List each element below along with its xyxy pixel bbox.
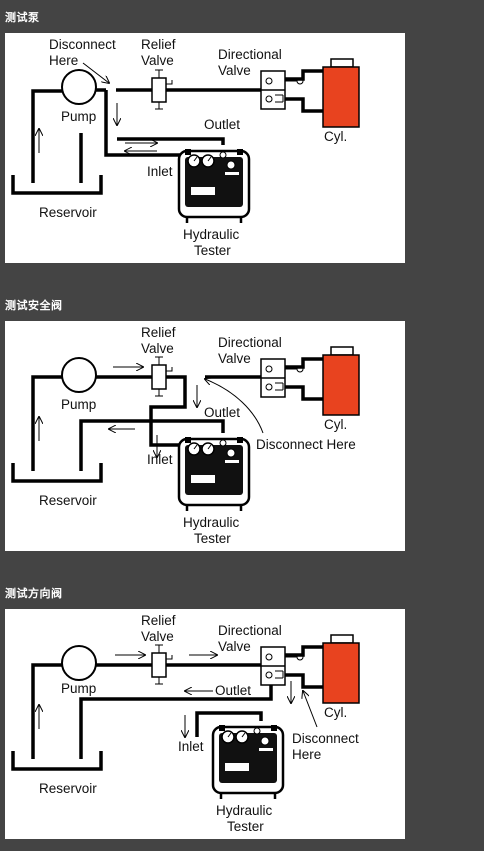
directional-valve-icon [260,358,304,398]
label-disconnect-2: Here [292,747,321,762]
reservoir-tank [11,175,103,195]
label-inlet: Inlet [147,164,173,179]
suction-line [31,375,63,471]
label-cylinder: Cyl. [324,129,347,144]
diagram-panel-2: Relief Valve Directional Valve Pump Outl… [5,321,405,551]
suction-line [31,89,63,183]
section-1-heading: 测试泵 [5,11,40,24]
hydraulic-tester-icon [177,147,251,225]
tester-outlet-line [79,685,273,759]
label-outlet: Outlet [215,683,251,698]
section-2-heading: 测试安全阀 [5,299,63,312]
label-reservoir: Reservoir [39,205,97,220]
circuit-diagram-3: Relief Valve Directional Valve Pump Outl… [11,613,360,834]
label-outlet: Outlet [204,117,240,132]
tester-outlet-line [117,137,225,145]
label-tester-2: Tester [227,819,264,834]
suction-line [31,663,63,759]
label-disconnect-1: Disconnect [49,37,116,52]
label-cylinder: Cyl. [324,417,347,432]
label-pump: Pump [61,681,96,696]
pump-icon [61,645,97,681]
label-inlet: Inlet [178,739,204,754]
label-tester-1: Hydraulic [183,515,240,530]
cylinder-line-a [285,645,323,657]
hydraulic-tester-icon [177,435,251,513]
label-relief-1: Relief [141,325,176,340]
cylinder-line-b [285,97,323,113]
label-directional-1: Directional [218,623,282,638]
cylinder-line-b [285,673,323,689]
label-disconnect: Disconnect Here [256,437,356,452]
reservoir-tank [11,751,103,771]
label-outlet: Outlet [204,405,240,420]
hydraulic-tester-icon [211,723,285,801]
label-directional-2: Valve [218,639,251,654]
label-cylinder: Cyl. [324,705,347,720]
cylinder-icon [322,346,360,416]
cylinder-line-a [285,69,323,81]
label-pump: Pump [61,109,96,124]
cylinder-icon [322,634,360,704]
label-pump: Pump [61,397,96,412]
label-tester-2: Tester [194,243,231,258]
label-tester-2: Tester [194,531,231,546]
cylinder-icon [322,58,360,128]
label-reservoir: Reservoir [39,493,97,508]
reservoir-tank [11,463,103,483]
pump-icon [61,69,97,105]
circuit-diagram-1: Disconnect Here Relief Valve Directional… [11,37,360,258]
tester-inlet-line [195,711,263,737]
label-directional-1: Directional [218,47,282,62]
cylinder-line-a [285,357,323,369]
label-relief-2: Valve [141,53,174,68]
tester-outlet-line [79,419,225,471]
diagram-panel-1: Disconnect Here Relief Valve Directional… [5,33,405,263]
pump-icon [61,357,97,393]
cylinder-line-b [285,385,323,401]
directional-valve-icon [260,70,304,110]
label-directional-2: Valve [218,351,251,366]
section-3-heading: 测试方向阀 [5,587,63,600]
label-relief-2: Valve [141,629,174,644]
label-relief-1: Relief [141,613,176,628]
label-relief-2: Valve [141,341,174,356]
label-directional-1: Directional [218,335,282,350]
label-reservoir: Reservoir [39,781,97,796]
label-disconnect-1: Disconnect [292,731,359,746]
label-tester-1: Hydraulic [216,803,273,818]
label-disconnect-2: Here [49,53,78,68]
circuit-diagram-2: Relief Valve Directional Valve Pump Outl… [11,325,360,546]
label-inlet: Inlet [147,452,173,467]
label-tester-1: Hydraulic [183,227,240,242]
label-relief-1: Relief [141,37,176,52]
label-directional-2: Valve [218,63,251,78]
diagram-panel-3: Relief Valve Directional Valve Pump Outl… [5,609,405,839]
tester-inlet-line [104,90,185,157]
directional-valve-icon [260,646,304,686]
